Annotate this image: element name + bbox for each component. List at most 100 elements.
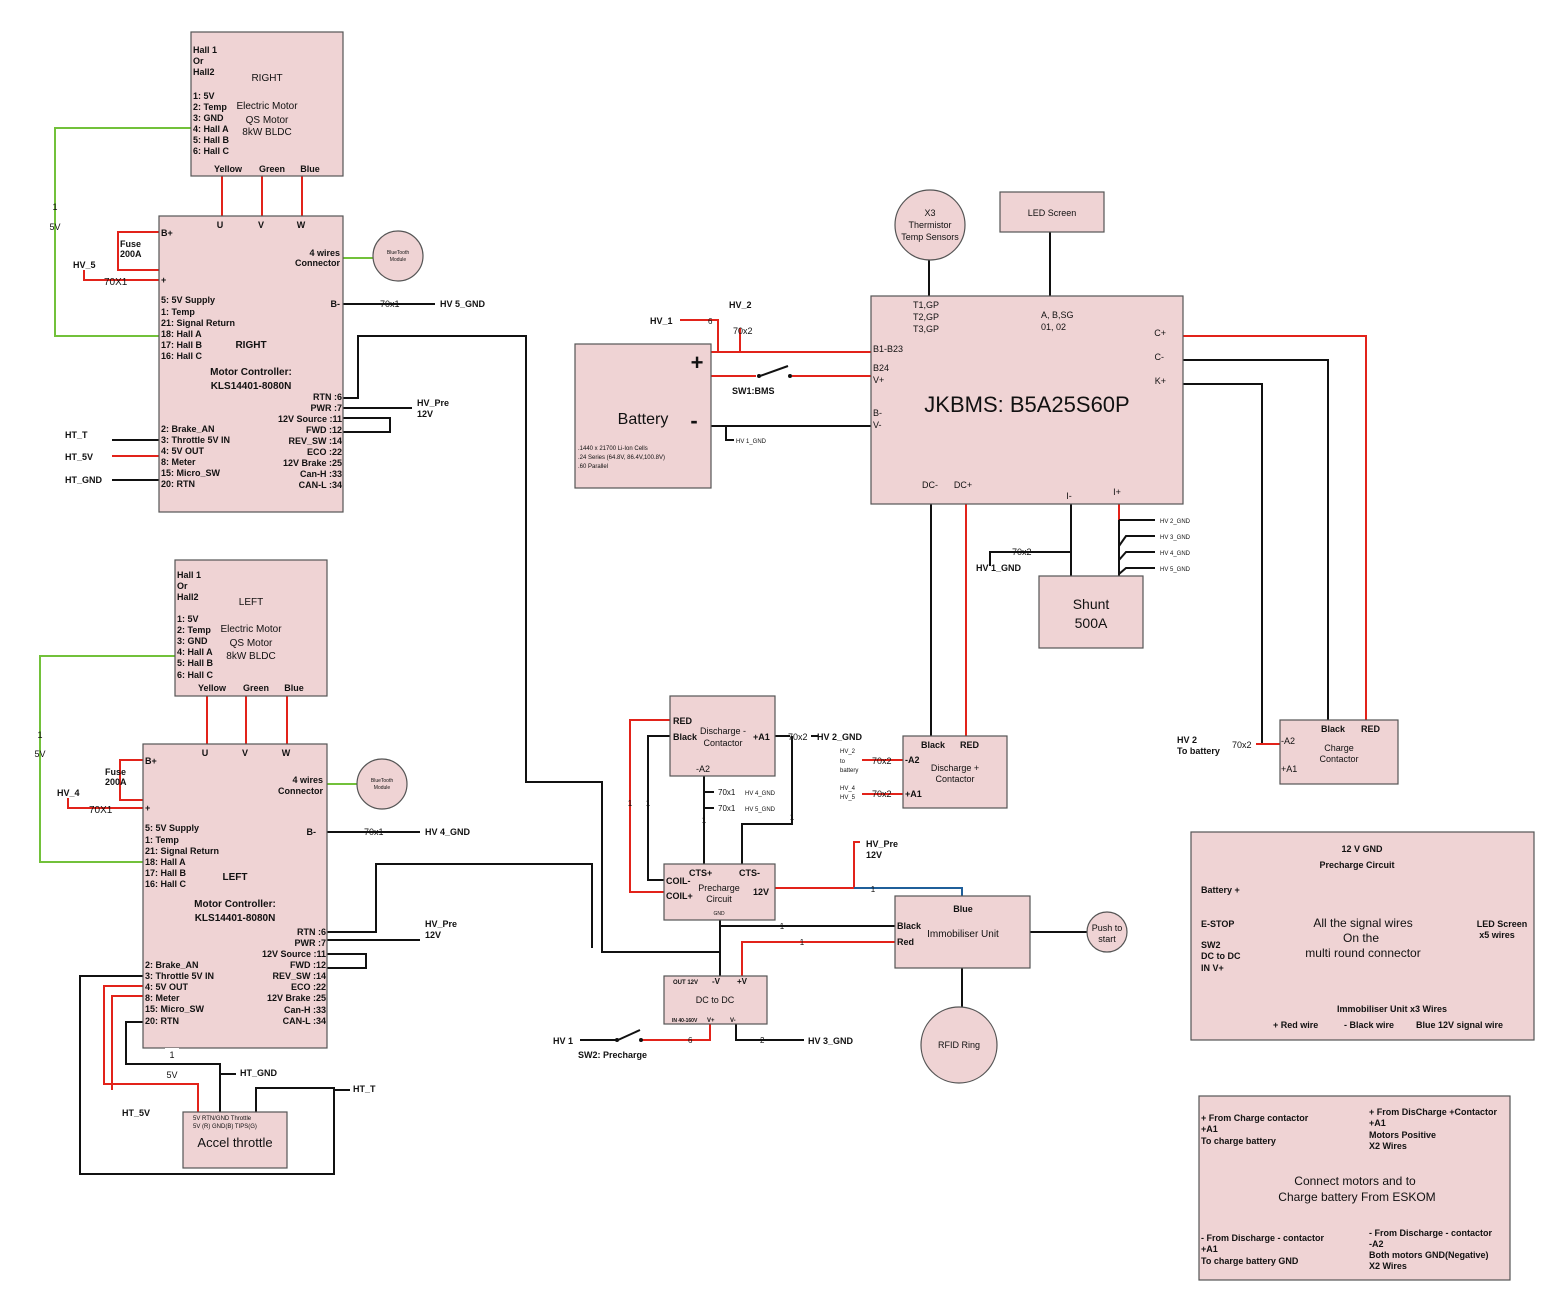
shunt-hv3-gnd: HV 3_GND bbox=[1160, 535, 1191, 541]
left-ctrl-plus: + bbox=[145, 803, 150, 813]
left-motor-pin-5: 5: Hall B bbox=[177, 658, 214, 668]
charge-black: Black bbox=[1321, 724, 1346, 734]
left-fuse-1: Fuse bbox=[105, 767, 126, 777]
sw1-label: SW1:BMS bbox=[732, 386, 775, 396]
pre-gnd: GND bbox=[713, 911, 725, 917]
charge-a2: -A2 bbox=[1281, 736, 1295, 746]
left-controller: U V W B+ + 4 wires Connector B- 5: 5V Su… bbox=[142, 743, 328, 1049]
bms-t1: T1,GP bbox=[913, 300, 939, 310]
bms-abs-2: 01, 02 bbox=[1041, 322, 1066, 332]
wire-throttle-5v bbox=[103, 985, 199, 1112]
signal-top: 12 V GND bbox=[1341, 844, 1383, 854]
right-hv5: HV_5 bbox=[73, 260, 96, 270]
throttle-wire-1: 1 bbox=[169, 1050, 174, 1060]
left-ctrl-llpin-4: 8: Meter bbox=[145, 993, 180, 1003]
charge-hv2-2: To battery bbox=[1177, 746, 1220, 756]
throttle-ht-gnd: HT_GND bbox=[240, 1068, 278, 1078]
eskom-tl-1: + From Charge contactor bbox=[1201, 1113, 1309, 1123]
wire-hv1gnd bbox=[725, 426, 734, 441]
right-ctrl-name-2: KLS14401-8080N bbox=[211, 381, 292, 392]
accel-title: Accel throttle bbox=[197, 1135, 272, 1150]
signal-wire-blue: Blue 12V signal wire bbox=[1416, 1020, 1503, 1030]
left-ctrl-side: LEFT bbox=[223, 872, 248, 883]
right-controller: U V W B+ + 4 wires Connector B- 5: 5V Su… bbox=[158, 215, 344, 513]
dmin-70x1-a: 70x1 bbox=[718, 788, 736, 797]
immob-black-wire-1: 1 bbox=[780, 922, 785, 931]
sw2-contact-a bbox=[615, 1038, 619, 1042]
charge-title-1: Charge bbox=[1324, 743, 1354, 753]
charge-contactor-box bbox=[1279, 719, 1399, 785]
dplus-title-1: Discharge + bbox=[931, 763, 979, 773]
pre-coil-minus: COIL- bbox=[666, 876, 691, 886]
wire-immob-red bbox=[741, 941, 895, 976]
right-ctrl-lpin-5: 17: Hall B bbox=[161, 340, 203, 350]
wire-left-fuse bbox=[119, 759, 143, 801]
left-hall-wire-1: 1 bbox=[37, 730, 42, 740]
signal-center-2: On the bbox=[1343, 931, 1379, 945]
wire-blue-signal bbox=[854, 887, 963, 896]
sw1-contact-b bbox=[788, 374, 792, 378]
signal-center-3: multi round connector bbox=[1305, 946, 1420, 960]
left-bluetooth-module bbox=[356, 758, 408, 810]
charge-a1: +A1 bbox=[1281, 764, 1297, 774]
dmin-a2-wire-1: 1 bbox=[702, 816, 707, 825]
left-ctrl-rpin-6: ECO :22 bbox=[291, 982, 326, 992]
bms-vminus: V- bbox=[873, 420, 882, 430]
battery-box bbox=[574, 343, 712, 489]
left-motor-green: Green bbox=[243, 683, 269, 693]
immob-title: Immobiliser Unit bbox=[927, 929, 999, 940]
right-ctrl-lpin-3: 21: Signal Return bbox=[161, 318, 235, 328]
shunt-1: Shunt bbox=[1073, 596, 1110, 612]
eskom-tr-3: Motors Positive bbox=[1369, 1130, 1436, 1140]
left-ctrl-u: U bbox=[202, 748, 209, 758]
left-motor-pin-3: 3: GND bbox=[177, 636, 208, 646]
wire-throttle-sig bbox=[79, 975, 335, 1175]
bms-t3: T3,GP bbox=[913, 324, 939, 334]
right-hvpre: HV_Pre bbox=[417, 398, 449, 408]
left-motor-hall-2: Or bbox=[177, 581, 188, 591]
right-controller-box bbox=[158, 215, 344, 513]
right-bminus-70x1: 70x1 bbox=[380, 299, 400, 309]
dcdc-gnd-wire-2: 2 bbox=[760, 1036, 765, 1045]
dmin-hv4-gnd: HV 4_GND bbox=[745, 791, 776, 797]
accel-throttle-box bbox=[182, 1111, 288, 1169]
left-bt-label-1: BlueTooth bbox=[371, 778, 393, 784]
accel-pins-bottom: 5V (R) GND(B) TIPS(G) bbox=[193, 1124, 257, 1130]
right-fuse-2: 200A bbox=[120, 249, 142, 259]
bms-title: JKBMS: B5A25S60P bbox=[924, 392, 1129, 417]
thermistor-1: X3 bbox=[924, 208, 935, 218]
eskom-tr-4: X2 Wires bbox=[1369, 1141, 1407, 1151]
left-ctrl-lpin-5: 17: Hall B bbox=[145, 868, 187, 878]
dcdc-out: OUT 12V bbox=[673, 980, 698, 986]
pre-hvpre-12v: 12V bbox=[866, 850, 882, 860]
left-ctrl-rpin-8: Can-H :33 bbox=[284, 1005, 326, 1015]
signal-sw2-1: SW2 bbox=[1201, 940, 1221, 950]
dcdc-vplus: +V bbox=[737, 977, 748, 986]
hv1-label: HV_1 bbox=[650, 316, 673, 326]
discharge-minus-contactor: RED Black Discharge - Contactor +A1 -A2 bbox=[669, 695, 776, 777]
left-motor-title-3: 8kW BLDC bbox=[226, 651, 275, 662]
throttle-wire-tag bbox=[165, 1048, 179, 1062]
right-ctrl-rpin-8: Can-H :33 bbox=[300, 469, 342, 479]
right-ctrl-lpin-4: 18: Hall A bbox=[161, 329, 202, 339]
eskom-br-3: Both motors GND(Negative) bbox=[1369, 1250, 1489, 1260]
eskom-bl-1: - From Discharge - contactor bbox=[1201, 1233, 1325, 1243]
signal-wire-black: - Black wire bbox=[1344, 1020, 1394, 1030]
right-ctrl-conn-2: Connector bbox=[295, 258, 340, 268]
immob-red: Red bbox=[897, 937, 914, 947]
push-to-start-button[interactable] bbox=[1086, 911, 1128, 953]
dplus-title-2: Contactor bbox=[935, 774, 974, 784]
wire-rtn-left bbox=[327, 863, 593, 948]
sw2-wire-6: 6 bbox=[688, 1036, 693, 1045]
dcdc-in: IN 40-160V bbox=[672, 1018, 698, 1024]
push-to-start-1: Push to bbox=[1092, 923, 1123, 933]
right-ctrl-llpin-2: 3: Throttle 5V IN bbox=[161, 435, 230, 445]
pre-blue-wire-1: 1 bbox=[871, 885, 876, 894]
right-ctrl-rpin-2: PWR :7 bbox=[311, 403, 343, 413]
right-bt-label-1: BlueTooth bbox=[387, 250, 409, 256]
battery-cells-3: .60 Parallel bbox=[578, 464, 608, 470]
eskom-bl-3: To charge battery GND bbox=[1201, 1256, 1299, 1266]
right-motor-pin-3: 3: GND bbox=[193, 113, 224, 123]
dmin-title-2: Contactor bbox=[703, 738, 742, 748]
